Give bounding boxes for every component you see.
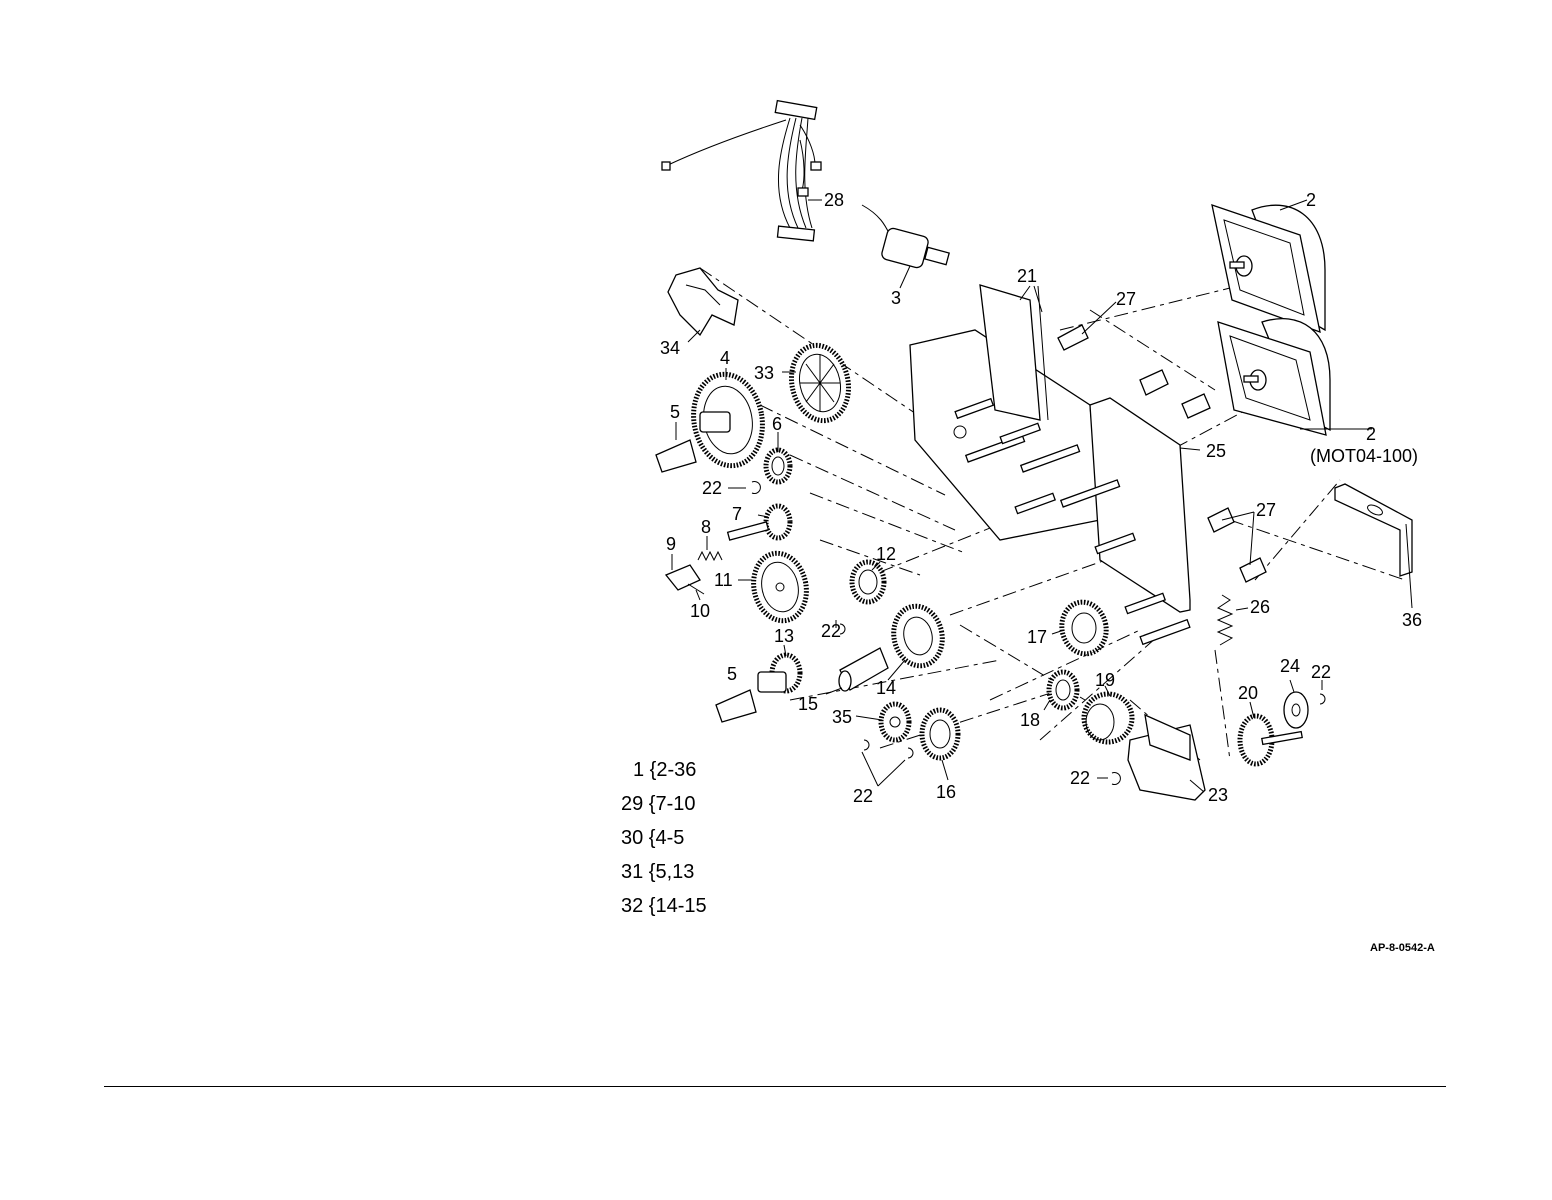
gear-6 (766, 450, 790, 482)
callout-7: 7 (732, 504, 742, 524)
wire-harness-28 (662, 101, 821, 241)
callout-8: 8 (701, 517, 711, 537)
side-plate-23 (1128, 715, 1205, 800)
gear-11 (747, 548, 812, 625)
coupling-5-lower (716, 690, 756, 722)
washer-24 (1284, 692, 1308, 728)
callout-12: 12 (876, 544, 896, 564)
callout-22-b: 22 (821, 621, 841, 641)
callout-mot04-100: (MOT04-100) (1310, 446, 1418, 466)
pin-10 (688, 584, 704, 594)
callout-33: 33 (754, 363, 774, 383)
callout-22-e: 22 (1311, 662, 1331, 682)
callout-35: 35 (832, 707, 852, 727)
coupling-5-upper (656, 440, 696, 472)
legend-line-4: 31 {5,13 (621, 861, 694, 883)
bracket-9 (666, 565, 700, 590)
callout-18: 18 (1020, 710, 1040, 730)
callout-6: 6 (772, 414, 782, 434)
callout-13: 13 (774, 626, 794, 646)
callout-23: 23 (1208, 785, 1228, 805)
spring-26 (1218, 595, 1232, 645)
callout-10: 10 (690, 601, 710, 621)
callout-27-lower: 27 (1256, 500, 1276, 520)
callout-14: 14 (876, 678, 896, 698)
callout-20: 20 (1238, 683, 1258, 703)
legend-line-3: 30 {4-5 (621, 827, 684, 849)
callout-2-upper: 2 (1306, 190, 1316, 210)
callout-26: 26 (1250, 597, 1270, 617)
gear-13 (758, 655, 800, 692)
callout-22-c: 22 (853, 786, 873, 806)
gear-4 (687, 369, 770, 471)
legend-line-1: 1 {2-36 (633, 759, 696, 781)
legend-line-2: 29 {7-10 (621, 793, 696, 815)
gear-18 (1049, 672, 1077, 708)
gear-19 (1084, 694, 1132, 742)
gear-12 (852, 562, 884, 602)
bracket-36 (1335, 484, 1412, 576)
callout-5-upper: 5 (670, 402, 680, 422)
gear-33 (785, 340, 856, 426)
motor-2-lower (1218, 319, 1330, 435)
footer-divider (104, 1086, 1446, 1087)
gear-16 (922, 710, 958, 758)
motor-2-upper (1212, 205, 1325, 332)
callout-4: 4 (720, 348, 730, 368)
callout-28: 28 (824, 190, 844, 210)
sensor-3 (862, 205, 949, 269)
callout-17: 17 (1027, 627, 1047, 647)
frame-plate-25 (1090, 398, 1190, 612)
callout-24: 24 (1280, 656, 1300, 676)
callout-22-d: 22 (1070, 768, 1090, 788)
callout-27-upper: 27 (1116, 289, 1136, 309)
callout-25: 25 (1206, 441, 1226, 461)
callout-19: 19 (1095, 670, 1115, 690)
callout-16: 16 (936, 782, 956, 802)
callout-9: 9 (666, 534, 676, 554)
legend-line-5: 32 {14-15 (621, 895, 707, 917)
figure-id: AP-8-0542-A (1370, 942, 1435, 954)
callout-15: 15 (798, 694, 818, 714)
callout-3: 3 (891, 288, 901, 308)
gear-14 (888, 602, 947, 671)
spring-8 (698, 552, 722, 560)
assembly-legend: 1 {2-36 29 {7-10 30 {4-5 31 {5,13 32 {14… (621, 759, 707, 917)
callout-22-a: 22 (702, 478, 722, 498)
callout-34: 34 (660, 338, 680, 358)
gear-17 (1057, 598, 1111, 658)
callout-11: 11 (714, 570, 733, 590)
callout-2-lower: 2 (1366, 424, 1376, 444)
callout-5-lower: 5 (727, 664, 737, 684)
housing-34 (668, 268, 738, 335)
gear-35 (881, 704, 909, 740)
callout-36: 36 (1402, 610, 1422, 630)
callout-21: 21 (1017, 266, 1037, 286)
